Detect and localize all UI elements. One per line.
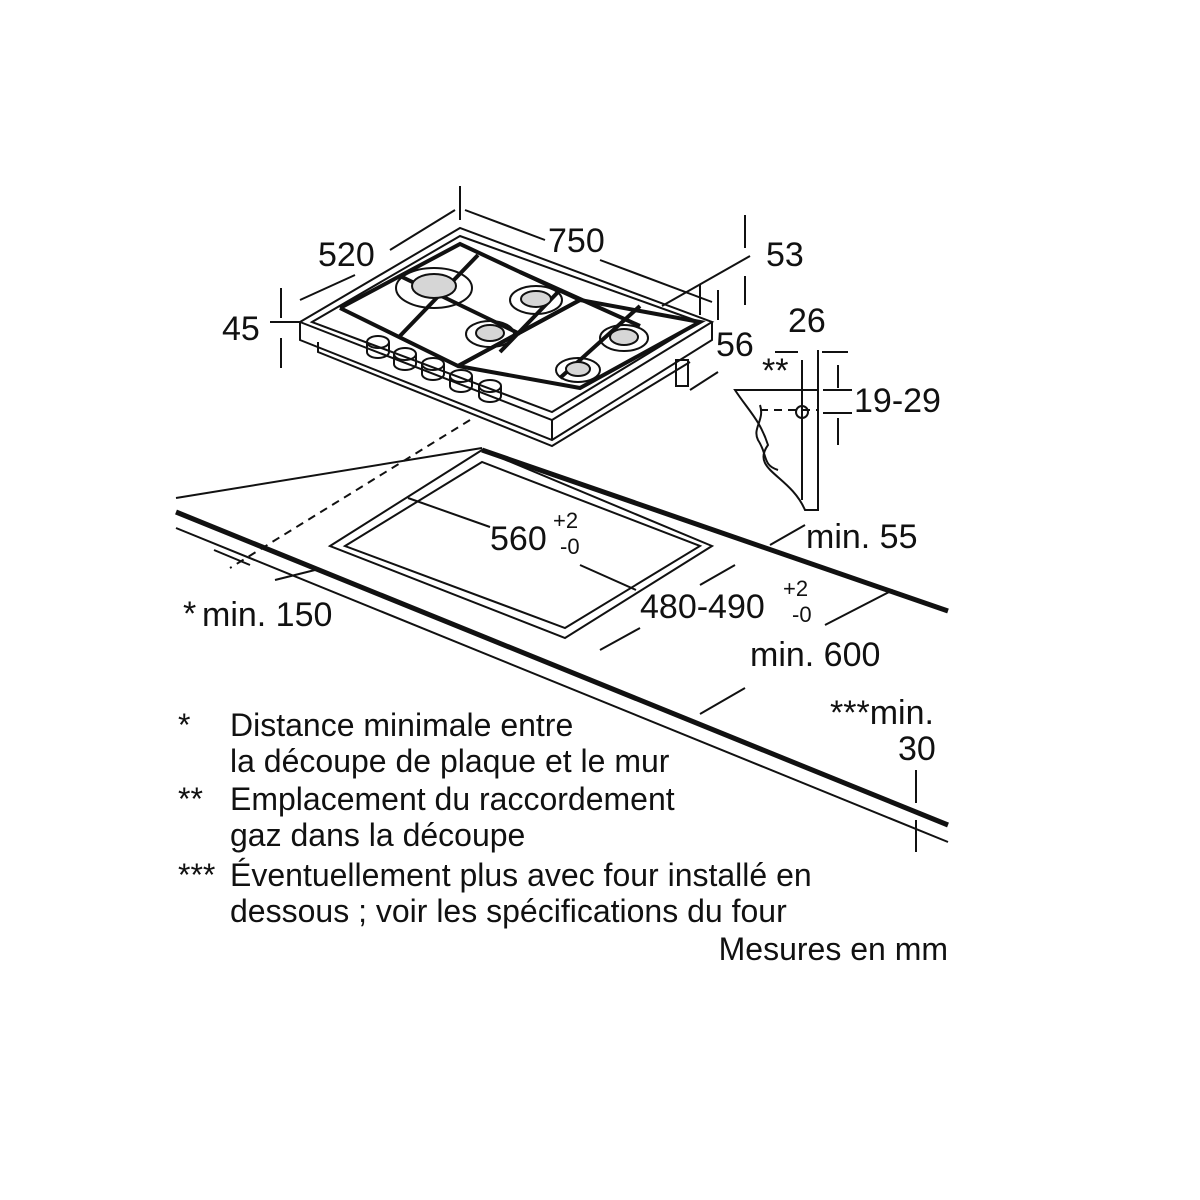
dim-range-19-29: 19-29: [854, 382, 941, 420]
dim-height-45: 45: [222, 310, 260, 348]
units-label: Mesures en mm: [719, 931, 948, 967]
note-2-line-1: Emplacement du raccordement: [230, 781, 675, 817]
dim-wall-min-150: min. 150: [202, 596, 332, 634]
tol-minus-depth: -0: [792, 602, 812, 627]
dim-depth-520: 520: [318, 236, 375, 274]
wall-star-mark: *: [183, 595, 196, 633]
tol-plus-width: +2: [553, 508, 578, 533]
hob-dimension-lines: [270, 186, 751, 391]
tol-plus-depth: +2: [783, 576, 808, 601]
note-1-mark: *: [178, 707, 190, 743]
dim-side-26: 26: [788, 302, 826, 340]
note-2-line-2: gaz dans la découpe: [230, 817, 525, 853]
control-knobs: [366, 335, 502, 403]
note-1-line-1: Distance minimale entre: [230, 707, 573, 743]
dimension-labels: 520 750 45 53 56 26 ** 19-29 min. 55 560…: [183, 222, 941, 768]
cutout: [229, 419, 715, 640]
dim-offset-53: 53: [766, 236, 804, 274]
dim-worktop-min-600: min. 600: [750, 636, 880, 674]
burners: [395, 267, 649, 383]
dim-edge-min-55: min. 55: [806, 518, 918, 556]
note-3-mark: ***: [178, 857, 215, 893]
worktop: [175, 447, 949, 843]
note-2-mark: **: [178, 781, 203, 817]
dim-below-min-label: ***min.: [830, 694, 934, 732]
dim-cutout-depth-480-490: 480-490: [640, 588, 765, 626]
tol-minus-width: -0: [560, 534, 580, 559]
note-1-line-2: la découpe de plaque et le mur: [230, 743, 670, 779]
dim-cutout-width-560: 560: [490, 520, 547, 558]
gas-connection-detail: [733, 350, 852, 546]
dim-width-750: 750: [548, 222, 605, 260]
footnotes: * Distance minimale entre la découpe de …: [178, 707, 948, 967]
hob-drawing: [297, 226, 715, 448]
dim-below-min-value: 30: [898, 730, 936, 768]
dim-height-56: 56: [716, 326, 754, 364]
gas-connection-mark: **: [762, 352, 788, 390]
note-3-line-1: Éventuellement plus avec four installé e…: [230, 857, 812, 893]
note-3-line-2: dessous ; voir les spécifications du fou…: [230, 893, 787, 929]
cutout-dimension-lines: [213, 497, 917, 852]
